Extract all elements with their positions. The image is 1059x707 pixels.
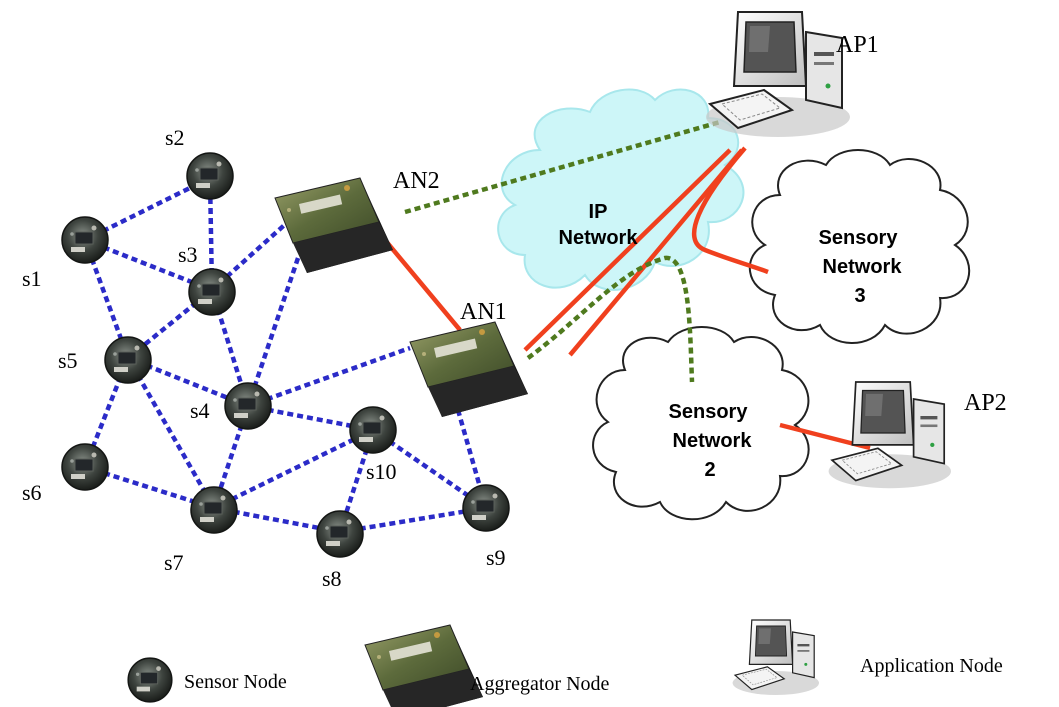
link-an1-ap1 [523,148,732,352]
aggregator-node-an1 [409,321,529,418]
label-s1: s1 [22,266,42,291]
sensory3-label-line3: 3 [854,285,865,307]
legend-aggregator-label: Aggregator Node [470,673,610,695]
link-s8-s9 [339,505,487,535]
label-s7: s7 [164,550,184,575]
link-ap1-sensory3 [692,146,769,275]
sensor-node-s3 [188,268,236,316]
legend-aggregator-icon [364,624,484,707]
sensor-node-s7 [190,486,238,534]
sensory-network-3-cloud [748,149,971,344]
ip-network-cloud [497,88,745,291]
link-ap1-ipcloud [568,148,744,357]
sensory3-label-line1: Sensory [819,227,899,249]
legend-application-label: Application Node [860,655,1003,677]
label-s2: s2 [165,125,185,150]
sensory2-label-line1: Sensory [669,401,749,423]
link-s3-an2 [210,218,292,292]
legend-sensor-label: Sensor Node [184,671,287,693]
logical-links [404,119,721,383]
sensor-node-s9 [462,484,510,532]
ip-cloud-label-line1: IP [589,201,608,223]
link-an2-an1 [383,238,462,332]
logical-an2-ap1 [404,119,721,215]
sensory2-label-line3: 2 [704,459,715,481]
aggregator-node-an2 [274,177,394,274]
sensor-node-s6 [61,443,109,491]
label-s4: s4 [190,398,210,423]
label-s10: s10 [366,459,397,484]
legend-application-icon [731,619,820,696]
label-s9: s9 [486,545,506,570]
sensor-node-s4 [224,382,272,430]
legend-sensor-icon [127,657,173,703]
label-s6: s6 [22,480,42,505]
label-s5: s5 [58,348,78,373]
link-an2-s4 [245,257,301,407]
application-node-ap1 [705,11,851,138]
label-s3: s3 [178,242,198,267]
sensory-network-2-cloud [592,326,810,521]
link-s10-s8 [337,429,376,533]
legend: Sensor Node Aggregator Node Application … [127,619,1003,707]
sensor-node-s5 [104,336,152,384]
label-s8: s8 [322,566,342,591]
link-s4-an1 [247,345,411,409]
link-s4-s7 [211,405,251,509]
link-s5-s7 [126,356,216,510]
application-node-ap2 [827,381,952,490]
sensory3-label-line2: Network [823,256,903,278]
sensor-node-s10 [349,406,397,454]
sensor-node-s1 [61,216,109,264]
sensor-node-s8 [316,510,364,558]
label-ap2: AP2 [964,390,1007,416]
link-s7-s10 [213,427,374,511]
ip-cloud-label-line2: Network [559,227,639,249]
logical-an1-sensory2 [526,255,695,383]
label-ap1: AP1 [836,32,879,58]
sensor-node-s2 [186,152,234,200]
label-an2: AN2 [393,168,440,194]
label-an1: AN1 [460,299,507,325]
sensory2-label-line2: Network [673,430,753,452]
